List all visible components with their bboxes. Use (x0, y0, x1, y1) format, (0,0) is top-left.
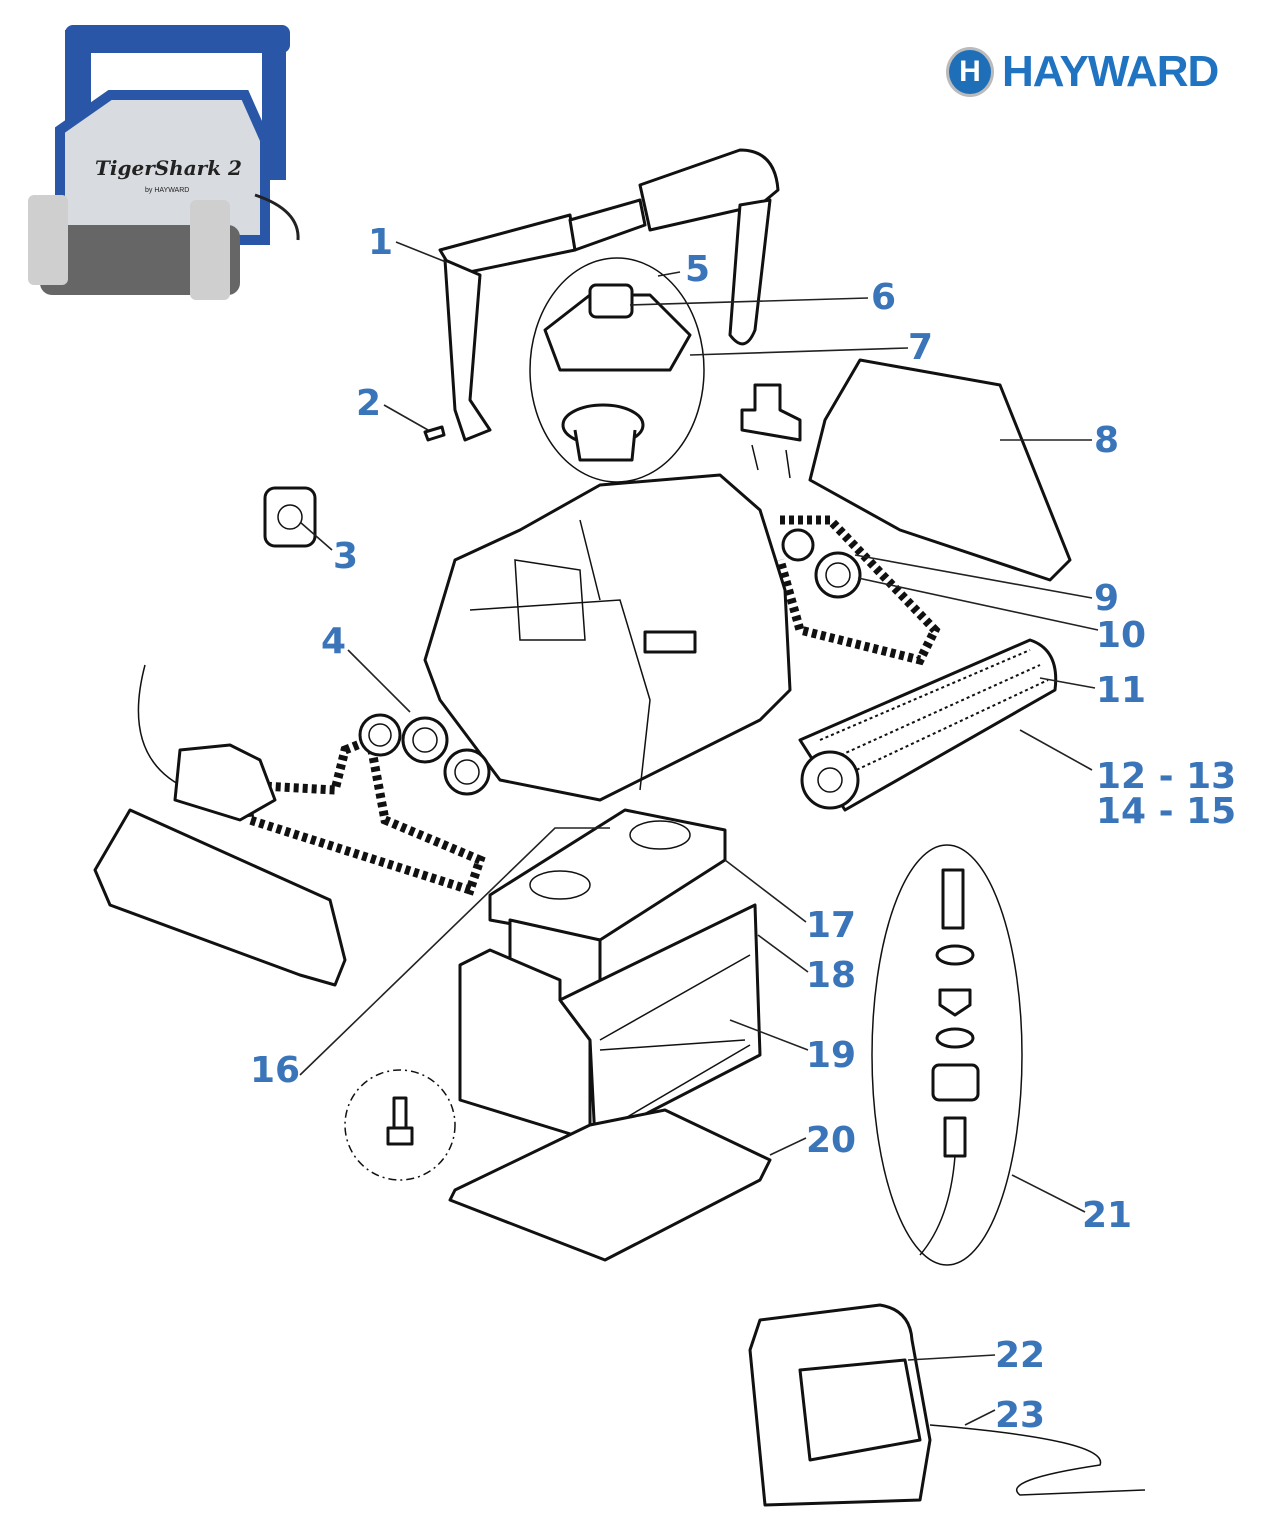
product-photo: TigerShark 2 by HAYWARD (28, 25, 300, 300)
part-brush (798, 638, 1058, 812)
label-14-15: 14 - 15 (1096, 791, 1236, 832)
part-5-group (529, 257, 705, 483)
part-power-supply (748, 1303, 1146, 1507)
leader-lines (299, 241, 1099, 1426)
label-4: 4 (321, 621, 346, 662)
label-18: 18 (806, 955, 856, 996)
label-22: 22 (995, 1335, 1045, 1376)
label-7: 7 (908, 327, 933, 368)
part-3 (263, 486, 317, 548)
part-track-right (775, 515, 941, 666)
label-11: 11 (1096, 670, 1146, 711)
part-wheels (358, 528, 862, 796)
part-21-group (871, 844, 1023, 1266)
part-track-left (239, 733, 486, 896)
label-17: 17 (806, 905, 856, 946)
label-3: 3 (333, 536, 358, 577)
part-clip (740, 383, 802, 479)
product-maker: by HAYWARD (145, 187, 189, 194)
part-screw (423, 425, 446, 442)
part-handle (438, 148, 780, 442)
part-side-plate (808, 358, 1072, 582)
label-21: 21 (1082, 1195, 1132, 1236)
part-cable-assembly (93, 664, 347, 987)
label-10: 10 (1096, 615, 1146, 656)
serial-plate (643, 630, 697, 654)
part-filter (344, 808, 772, 1262)
label-8: 8 (1094, 420, 1119, 461)
label-19: 19 (806, 1035, 856, 1076)
label-5: 5 (685, 249, 710, 290)
label-16: 16 (250, 1050, 300, 1091)
label-6: 6 (871, 277, 896, 318)
label-1: 1 (368, 222, 393, 263)
logo-mark: H (946, 47, 994, 97)
label-2: 2 (356, 383, 381, 424)
label-20: 20 (806, 1120, 856, 1161)
product-name: TigerShark 2 (95, 156, 242, 180)
logo-text: HAYWARD (1002, 47, 1219, 96)
part-main-body (423, 473, 792, 802)
label-12-13: 12 - 13 (1096, 756, 1236, 797)
label-23: 23 (995, 1395, 1045, 1436)
hayward-logo: H HAYWARD (946, 47, 1219, 97)
label-9: 9 (1094, 578, 1119, 619)
